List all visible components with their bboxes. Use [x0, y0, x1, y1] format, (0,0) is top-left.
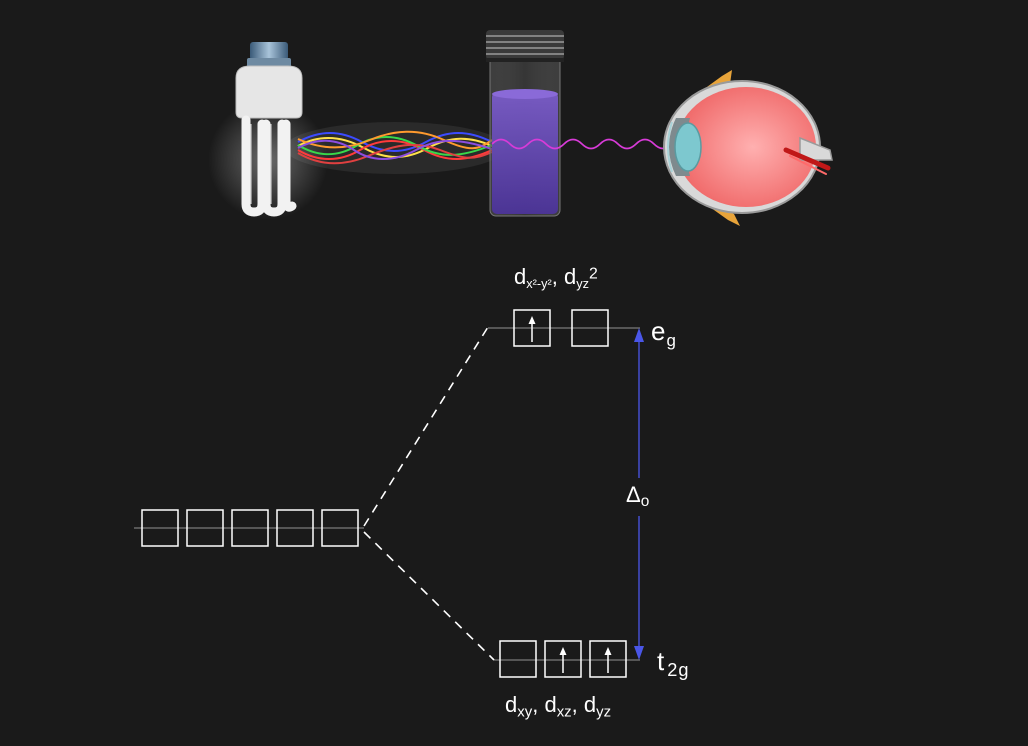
degenerate-orbital-box — [186, 509, 224, 547]
degenerate-orbital-box — [231, 509, 269, 547]
t2g-orbital-labels: dxy, dxz, dyz — [505, 692, 612, 721]
degenerate-orbital-boxes — [141, 509, 359, 547]
t2g-orbital-box — [544, 640, 582, 678]
upper-connector-dashed — [363, 326, 489, 527]
eg-orbital-boxes — [513, 309, 609, 347]
electron-spin-up-arrow — [559, 647, 567, 673]
eg-orbital-box — [571, 309, 609, 347]
electron-spin-up-arrow — [528, 316, 536, 342]
delta-o-label: Δo — [626, 482, 650, 510]
eg-orbital-box — [513, 309, 551, 347]
t2g-orbital-box — [499, 640, 537, 678]
eg-label: eg — [651, 316, 676, 350]
eg-orbital-labels: dx²-y², dyz2 — [514, 264, 598, 291]
degenerate-orbital-box — [321, 509, 359, 547]
degenerate-orbital-box — [276, 509, 314, 547]
light-bulb-icon — [208, 42, 328, 220]
degenerate-orbital-box — [141, 509, 179, 547]
lower-connector-dashed — [363, 531, 495, 661]
solution-jar-icon — [486, 30, 564, 217]
eye-icon — [663, 70, 833, 226]
white-light-waves — [285, 122, 505, 174]
t2g-orbital-boxes — [499, 640, 627, 678]
electron-spin-up-arrow — [604, 647, 612, 673]
t2g-orbital-box — [589, 640, 627, 678]
delta-o-arrow — [634, 328, 644, 660]
energy-level-diagram — [134, 309, 644, 678]
